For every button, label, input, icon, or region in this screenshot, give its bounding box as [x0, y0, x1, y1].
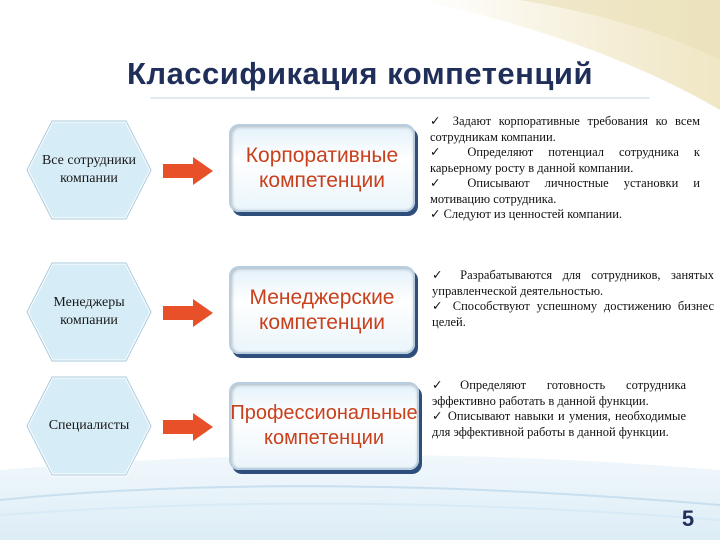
description-point: ✓ Следуют из ценностей компании. [430, 207, 623, 221]
description-point: ✓Определяют готовность сотрудника эффект… [432, 378, 686, 408]
description-point: ✓ Разрабатываются для сотрудников, занят… [432, 268, 714, 298]
description-point: ✓ Способствуют успешному достижению бизн… [432, 299, 714, 329]
group-hexagon: Все сотрудники компании [24, 118, 154, 222]
competence-description: ✓Определяют готовность сотрудника эффект… [432, 378, 686, 440]
group-label: Специалисты [48, 418, 130, 433]
description-point: ✓ Описывают личностные установки и мотив… [430, 176, 700, 206]
arrow-right-icon [163, 299, 213, 327]
group-label: Менеджеры компании [53, 295, 125, 328]
description-point: ✓ Задают корпоративные требования ко все… [430, 114, 700, 144]
competence-description: ✓ Разрабатываются для сотрудников, занят… [432, 268, 714, 330]
competence-box: Корпоративные компетенции [229, 124, 415, 212]
group-hexagon: Менеджеры компании [24, 260, 154, 364]
competence-box: Менеджерские компетенции [229, 266, 415, 354]
description-point: ✓ Определяют потенциал сотрудника к карь… [430, 145, 700, 175]
competence-description: ✓ Задают корпоративные требования ко все… [430, 114, 700, 223]
page-title: Классификация компетенций [126, 56, 594, 91]
group-label: Все сотрудники компании [41, 153, 137, 186]
arrow-right-icon [163, 413, 213, 441]
description-point: ✓ Описывают навыки и умения, необходимые… [432, 409, 686, 439]
page-number: 5 [681, 506, 695, 531]
competence-box: Профессиональные компетенции [229, 382, 419, 470]
group-hexagon: Специалисты [24, 374, 154, 478]
arrow-right-icon [163, 157, 213, 185]
